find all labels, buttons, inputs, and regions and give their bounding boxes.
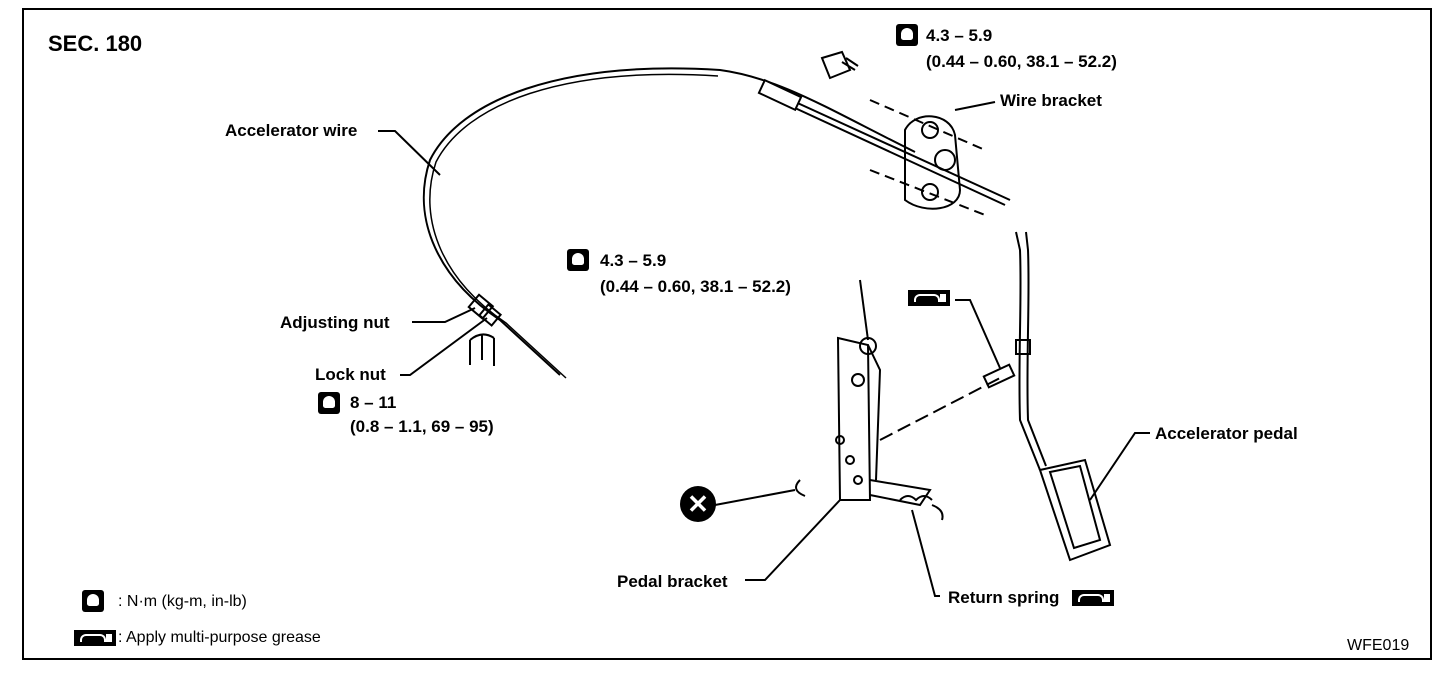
- wire-bracket-label: Wire bracket: [1000, 91, 1102, 110]
- figure-code: WFE019: [1347, 637, 1410, 654]
- torque-wrench-icon: [567, 249, 589, 271]
- lock-nut-label: Lock nut: [315, 365, 386, 384]
- lock-nut: [477, 303, 503, 327]
- bracket-bolt-torque-alt: (0.44 – 0.60, 38.1 – 52.2): [926, 52, 1117, 71]
- return-spring: [899, 495, 933, 502]
- accelerator-pedal-arm: [1015, 231, 1041, 471]
- pedal-nut-torque: 4.3 – 5.9: [600, 251, 667, 270]
- accelerator-wire-label: Accelerator wire: [225, 121, 358, 140]
- do-not-reuse-icon: ✕: [680, 486, 716, 522]
- adjusting-nut: [467, 293, 495, 320]
- pedal-bracket-label: Pedal bracket: [617, 572, 728, 591]
- wire-bracket: [904, 115, 962, 210]
- section-label: SEC. 180: [48, 31, 143, 56]
- return-spring-label: Return spring: [948, 588, 1060, 607]
- grease-icon: [908, 290, 950, 306]
- adjusting-nut-label: Adjusting nut: [280, 313, 390, 332]
- legend-torque: : N·m (kg-m, in-lb): [118, 593, 247, 610]
- accelerator-wire: [422, 67, 916, 376]
- pedal-nut-torque-alt: (0.44 – 0.60, 38.1 – 52.2): [600, 277, 791, 296]
- lock-nut-torque: 8 – 11: [350, 393, 397, 412]
- torque-wrench-icon: [896, 24, 918, 46]
- bracket-bolt-torque: 4.3 – 5.9: [926, 26, 993, 45]
- legend-grease: : Apply multi-purpose grease: [118, 629, 321, 646]
- torque-wrench-icon: [318, 392, 340, 414]
- grease-icon: [1072, 590, 1114, 606]
- accelerator-pedal-pad: [1038, 458, 1112, 562]
- torque-wrench-icon: [82, 590, 104, 612]
- accelerator-pedal-label: Accelerator pedal: [1155, 424, 1298, 443]
- lock-nut-torque-alt: (0.8 – 1.1, 69 – 95): [350, 417, 494, 436]
- grease-icon: [74, 630, 116, 646]
- diagram-frame: [22, 8, 1432, 660]
